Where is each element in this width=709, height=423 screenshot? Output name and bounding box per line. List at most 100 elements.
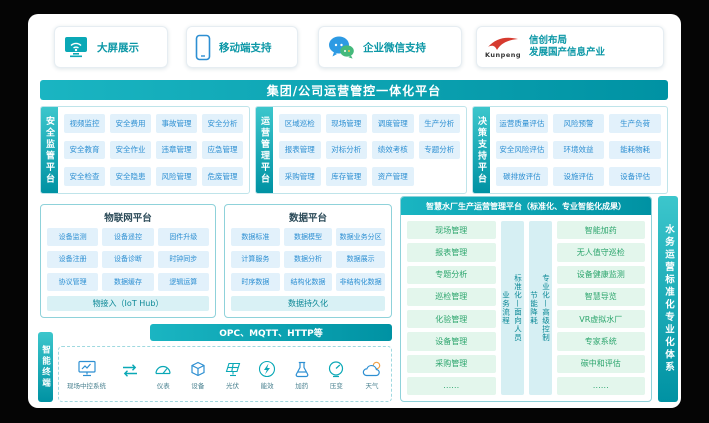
xinchuang-text: 信创布局 发展国产信息产业	[529, 34, 606, 59]
plant-achievement-pill: VR虚拟水厂	[556, 310, 645, 329]
strip-standardization: 标准化—面向人员 业务流程	[500, 221, 524, 395]
strip-line: 标准化—面向人员	[513, 274, 523, 342]
module-pill: 区域巡检	[279, 114, 321, 133]
platform-operations: 运营管理平台 区域巡检现场管理调度管理生产分析报表管理对标分析绩效考核专题分析采…	[255, 106, 467, 194]
module-pill: 数据缓存	[102, 273, 154, 291]
iot-platform-modules: 设备监测设备遥控固件升级设备注册设备诊断时钟同步协议管理数据缓存逻辑运算	[41, 228, 215, 291]
plant-module-pill: 化验管理	[407, 310, 496, 329]
plant-achievement-pill: 设备健康监测	[556, 265, 645, 284]
gauge-icon	[155, 365, 171, 375]
module-pill: 安全教育	[64, 140, 105, 160]
module-pill: 风险管理	[156, 167, 197, 186]
data-platform-box: 数据平台 数据标准数据模型数据业务分区计算服务数据分析数据展示时序数据结构化数据…	[224, 204, 392, 318]
plant-achievement-pill: 碳中和评估	[556, 354, 645, 373]
module-pill: 违章管理	[156, 140, 197, 160]
feature-label: 大屏展示	[97, 41, 139, 54]
module-pill: 安全分析	[202, 114, 243, 133]
dosing-flask-icon	[295, 361, 309, 378]
device-label: 仪表	[156, 382, 170, 390]
device-label: 能效	[260, 382, 274, 390]
module-pill: 安全费用	[110, 114, 151, 133]
strip-line: 业务流程	[501, 291, 511, 325]
device-scada: 现场中控系统	[67, 360, 106, 390]
plant-module-pill: 巡检管理	[407, 287, 496, 306]
device-label: 现场中控系统	[67, 382, 106, 390]
device-label: 光伏	[226, 382, 239, 390]
module-pill: 时钟同步	[157, 250, 209, 269]
energy-icon	[259, 360, 276, 378]
feature-label: 企业微信支持	[363, 41, 426, 54]
module-pill: 安全隐患	[110, 167, 151, 186]
data-platform-modules: 数据标准数据模型数据业务分区计算服务数据分析数据展示时序数据结构化数据非结构化数…	[225, 228, 391, 291]
module-pill: 设施评估	[552, 167, 605, 186]
device-label: 天气	[365, 382, 379, 390]
mobile-icon	[195, 34, 211, 60]
smart-terminal-label: 智能终端	[40, 345, 51, 389]
platform-decision-support: 决策支持平台 运营质量评估风险预警生产负荷安全风险评估环境效益能耗物耗碳排放评估…	[472, 106, 668, 194]
platform-label-text: 安全监管平台	[44, 115, 54, 185]
smart-plant-title: 智慧水厂生产运营管理平台（标准化、专业智能化成果）	[401, 197, 651, 215]
pressure-meter-icon	[329, 361, 344, 378]
strip-specialization: 专业化—高级控制 节能降耗	[528, 221, 552, 395]
device-label: 压变	[329, 382, 343, 390]
module-pill: 设备诊断	[102, 250, 154, 269]
module-pill: 调度管理	[372, 114, 414, 133]
module-pill: 采购管理	[279, 167, 321, 186]
xinchuang-line2: 发展国产信息产业	[529, 47, 606, 58]
plant-module-pill: ……	[407, 376, 496, 395]
platform-operations-modules: 区域巡检现场管理调度管理生产分析报表管理对标分析绩效考核专题分析采购管理库存管理…	[273, 107, 466, 193]
feature-xinchuang: Kunpeng 信创布局 发展国产信息产业	[476, 26, 664, 68]
plant-achievement-pill: 智慧导览	[556, 287, 645, 306]
module-pill: 数据展示	[336, 250, 385, 269]
water-ops-system-rail: 水务运营标准化专业化体系	[658, 196, 678, 402]
module-pill: 安全作业	[110, 140, 151, 160]
module-pill: 数据模型	[283, 228, 333, 246]
module-pill: 非结构化数据	[336, 273, 385, 291]
device-solar: 光伏	[223, 360, 243, 390]
module-pill: 时序数据	[231, 273, 280, 291]
platform-label-text: 运营管理平台	[259, 115, 269, 185]
feature-big-screen: 大屏展示	[54, 26, 168, 68]
equipment-icon	[191, 361, 205, 377]
module-pill: 生产分析	[418, 114, 460, 133]
weather-icon	[362, 361, 381, 377]
feature-mobile: 移动端支持	[186, 26, 298, 68]
module-pill: 视频监控	[64, 114, 105, 133]
platform-safety-supervision: 安全监管平台 视频监控安全费用事故管理安全分析安全教育安全作业违章管理应急管理安…	[40, 106, 250, 194]
module-pill: 数据标准	[231, 228, 280, 246]
module-pill: 能耗物耗	[609, 140, 661, 160]
iot-platform-box: 物联网平台 设备监测设备遥控固件升级设备注册设备诊断时钟同步协议管理数据缓存逻辑…	[40, 204, 216, 318]
module-pill: 绩效考核	[372, 140, 414, 160]
feature-label: 移动端支持	[219, 41, 272, 54]
feature-wechat: 企业微信支持	[318, 26, 462, 68]
module-pill: 生产负荷	[609, 114, 661, 133]
device-weather: 天气	[361, 360, 383, 390]
kunpeng-brand-text: Kunpeng	[485, 50, 522, 59]
kunpeng-bird-icon	[488, 37, 519, 50]
platform-decision-label: 决策支持平台	[473, 107, 490, 193]
module-pill: 专题分析	[418, 140, 460, 160]
big-screen-icon	[65, 37, 87, 58]
scada-monitor-icon	[77, 360, 96, 377]
plant-module-pill: 报表管理	[407, 243, 496, 262]
module-pill: 数据业务分区	[336, 228, 385, 246]
smart-plant-panel: 智慧水厂生产运营管理平台（标准化、专业智能化成果） 现场管理报表管理专题分析巡检…	[400, 196, 652, 402]
wechat-icon	[329, 36, 354, 59]
plant-achievement-pill: 专家系统	[556, 332, 645, 351]
platform-safety-modules: 视频监控安全费用事故管理安全分析安全教育安全作业违章管理应急管理安全检查安全隐患…	[58, 107, 249, 193]
module-pill: 碳排放评估	[496, 167, 548, 186]
solar-panel-icon	[225, 362, 240, 377]
device-label: 加药	[295, 382, 309, 390]
data-platform-title: 数据平台	[288, 213, 327, 224]
module-pill: 环境效益	[552, 140, 605, 160]
module-pill: 设备遥控	[102, 228, 154, 246]
module-pill: 报表管理	[279, 140, 321, 160]
data-persistence-footer: 数据持久化	[231, 296, 385, 311]
terminal-devices-box: 现场中控系统 仪表 设备	[58, 346, 392, 402]
xinchuang-line1: 信创布局	[529, 34, 568, 46]
module-pill: 安全风险评估	[496, 140, 548, 160]
plant-module-pill: 采购管理	[407, 354, 496, 373]
strip-line: 节能降耗	[529, 291, 539, 325]
module-pill: 资产管理	[372, 167, 414, 186]
module-pill: 设备注册	[47, 250, 99, 269]
